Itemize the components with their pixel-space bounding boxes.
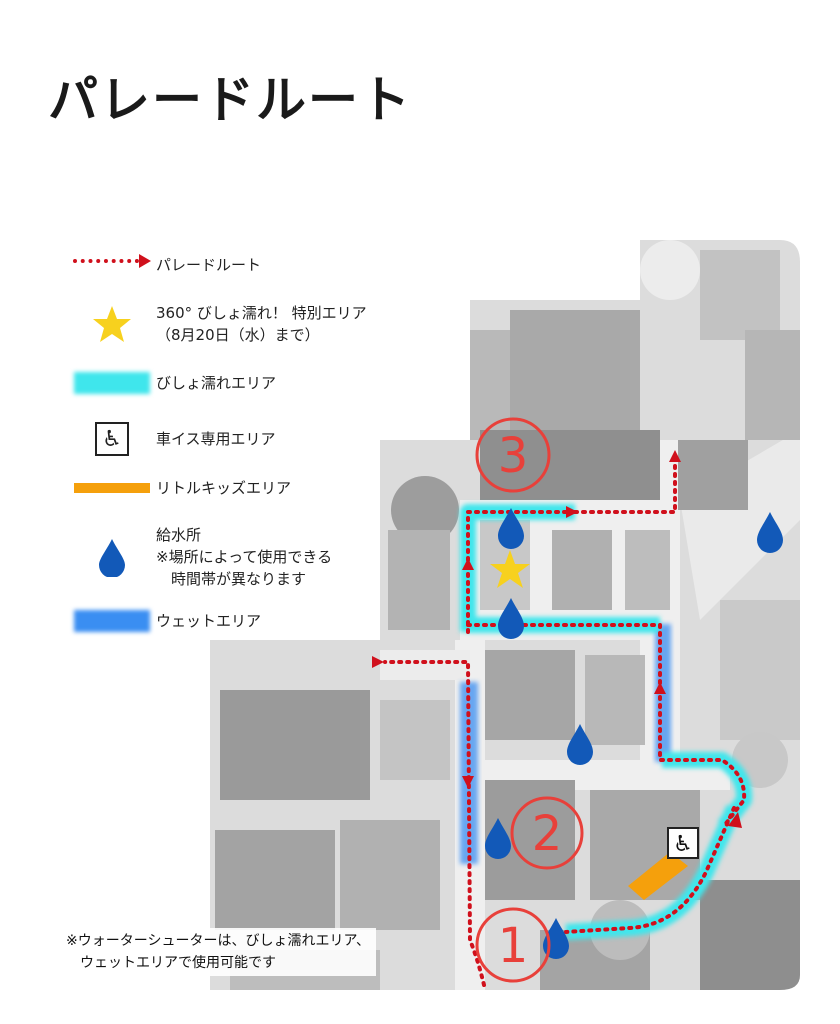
- parade-route: [383, 458, 747, 987]
- legend-wet-label: ウェットエリア: [156, 612, 262, 630]
- legend-water-station: 給水所 ※場所によって使用できる 時間帯が異なります: [68, 524, 332, 590]
- legend-route: パレードルート: [68, 254, 261, 276]
- water-drop-icon: [99, 539, 125, 577]
- wheelchair-icon: ♿: [667, 827, 699, 859]
- wet-area-swatch: [74, 610, 150, 632]
- legend-special-line-2: （8月20日（水）まで）: [156, 326, 320, 344]
- marker-1: 1: [498, 918, 529, 974]
- water-station-drops: [485, 508, 783, 959]
- route-line-swatch: [73, 254, 151, 268]
- route-markers: [475, 417, 584, 983]
- footnote-line-1: ※ウォーターシューターは、びしょ濡れエリア、: [66, 933, 371, 949]
- wheelchair-icon: ♿: [95, 422, 129, 456]
- page-title: パレードルート: [48, 71, 412, 129]
- water-shooter-footnote: ※ウォーターシューターは、びしょ濡れエリア、 ウェットエリアで使用可能です: [60, 928, 377, 976]
- splash-area-swatch: [74, 372, 150, 394]
- legend-kids-label: リトルキッズエリア: [156, 479, 292, 497]
- legend-water-line-3: 時間帯が異なります: [156, 570, 307, 588]
- legend-splash-label: びしょ濡れエリア: [156, 374, 277, 392]
- marker-2: 2: [532, 806, 563, 862]
- special-area-star: [490, 550, 530, 588]
- legend-special-line-1: 360° びしょ濡れ！ 特別エリア: [156, 304, 367, 322]
- legend-splash-area: びしょ濡れエリア: [68, 372, 276, 394]
- legend-wheelchair-label: 車イス専用エリア: [156, 430, 276, 448]
- route-arrows: [372, 450, 742, 828]
- water-drop-icon: [567, 724, 593, 765]
- legend-kids-area: リトルキッズエリア: [68, 477, 291, 499]
- legend-special-area: 360° びしょ濡れ！ 特別エリア （8月20日（水）まで）: [68, 302, 367, 346]
- water-drop-icon: [498, 508, 524, 549]
- star-icon: [93, 306, 131, 342]
- legend-route-label: パレードルート: [156, 256, 262, 274]
- water-drop-icon: [757, 512, 783, 553]
- legend-water-line-1: 給水所: [156, 526, 202, 544]
- kids-area-zone: [628, 852, 688, 900]
- water-drop-icon: [498, 598, 524, 639]
- legend-water-line-2: ※場所によって使用できる: [156, 548, 333, 566]
- legend-wet-area: ウェットエリア: [68, 610, 261, 632]
- water-drop-icon: [485, 818, 511, 859]
- svg-text:♿: ♿: [673, 832, 693, 857]
- marker-3: 3: [498, 428, 529, 484]
- footnote-line-2: ウェットエリアで使用可能です: [66, 955, 276, 971]
- kids-area-swatch: [74, 483, 150, 493]
- legend-wheelchair: ♿ 車イス専用エリア: [68, 422, 276, 456]
